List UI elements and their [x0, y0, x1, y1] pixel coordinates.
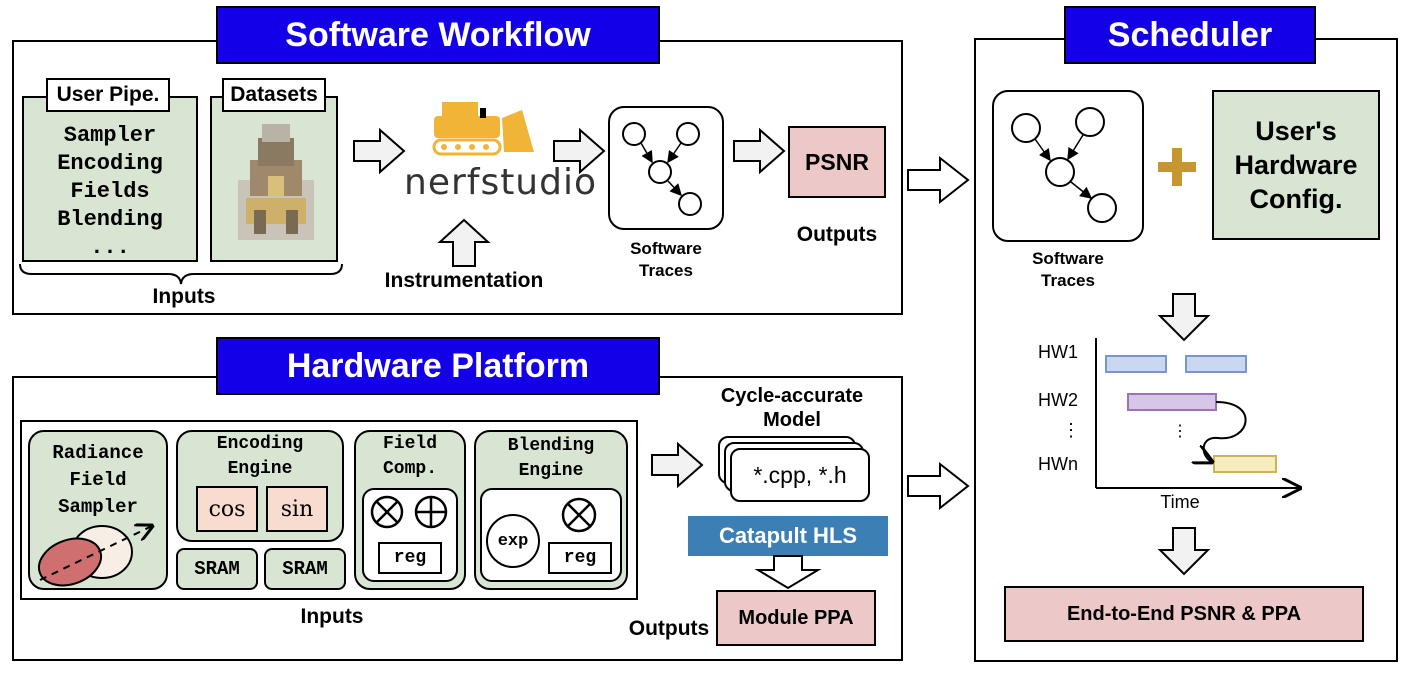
module-ppa-box: Module PPA	[716, 590, 876, 646]
gantt-row-hwn: HWn	[1038, 454, 1078, 474]
hardware-platform-title: Hardware Platform	[216, 337, 660, 395]
arrow-sw-to-scheduler	[907, 155, 970, 205]
gantt-chart: ⋮	[1095, 338, 1306, 498]
bulldozer-render-image	[238, 124, 314, 240]
gantt-row-hw1: HW1	[1038, 342, 1078, 362]
software-workflow-title: Software Workflow	[216, 6, 660, 64]
sram-box-1: SRAM	[176, 548, 258, 590]
arrow-to-cycle-model	[651, 441, 704, 489]
sampler-label: Radiance Field Sampler	[52, 442, 144, 518]
hw-inputs-label: Inputs	[300, 605, 364, 628]
arrow-hw-to-scheduler	[907, 461, 970, 511]
field-comp-reg: reg	[378, 542, 442, 574]
sw-traces-label: Software Traces	[630, 239, 702, 280]
arrow-to-module-ppa	[754, 555, 822, 590]
nerfstudio-wordmark: nerfstudio	[404, 162, 598, 203]
cos-box: cos	[196, 486, 258, 532]
user-pipe-box	[22, 96, 198, 262]
user-pipe-item: Sampler	[63, 123, 157, 148]
add-op-icon	[414, 495, 448, 529]
hw-outputs-label: Outputs	[628, 617, 710, 640]
cpp-files-box: *.cpp, *.h	[730, 448, 870, 502]
sched-traces-graph	[1011, 107, 1117, 223]
user-pipe-item: Encoding	[57, 151, 163, 176]
user-pipe-item: ...	[90, 235, 130, 260]
hw-config-box: User's Hardware Config.	[1212, 90, 1380, 240]
field-comp-label: Field Comp.	[382, 434, 437, 479]
sw-outputs-label: Outputs	[796, 223, 878, 246]
arrow-to-traces	[553, 127, 606, 175]
psnr-box: PSNR	[788, 126, 886, 198]
encoding-engine-label: Encoding Engine	[216, 434, 304, 479]
sin-box: sin	[266, 486, 328, 532]
arrow-to-nerfstudio	[353, 127, 406, 175]
gantt-row-ellipsis: ⋮	[1062, 420, 1080, 440]
catapult-hls-box: Catapult HLS	[688, 516, 888, 556]
sram-box-2: SRAM	[264, 548, 346, 590]
blend-multiply-op-icon	[561, 497, 597, 533]
instrumentation-arrow	[437, 218, 491, 267]
gantt-time-label: Time	[1160, 492, 1200, 512]
sched-traces-label: Software Traces	[1032, 249, 1104, 290]
plus-icon	[1158, 148, 1196, 186]
arrow-to-psnr	[733, 127, 786, 175]
user-pipe-item: Fields	[70, 179, 150, 204]
sw-traces-graph	[622, 122, 702, 216]
end-to-end-result-box: End-to-End PSNR & PPA	[1004, 586, 1364, 642]
datasets-label: Datasets	[222, 78, 326, 112]
multiply-op-icon	[370, 495, 404, 529]
user-pipe-label: User Pipe.	[46, 78, 170, 112]
instrumentation-label: Instrumentation	[384, 269, 544, 292]
arrow-to-result	[1157, 527, 1211, 576]
exp-op: exp	[486, 514, 540, 568]
user-pipe-item: Blending	[57, 207, 163, 232]
user-pipe-list: Sampler Encoding Fields Blending ...	[24, 122, 196, 262]
svg-text:⋮: ⋮	[1172, 423, 1188, 440]
sampler-ellipses-icon	[38, 516, 166, 587]
blending-engine-reg: reg	[548, 542, 612, 574]
gantt-row-hw2: HW2	[1038, 390, 1078, 410]
cycle-model-label: Cycle-accurate Model	[720, 385, 864, 431]
arrow-to-gantt	[1157, 293, 1211, 342]
inputs-brace	[19, 263, 343, 285]
sw-inputs-label: Inputs	[152, 285, 216, 308]
scheduler-title: Scheduler	[1064, 6, 1316, 64]
blending-engine-label: Blending Engine	[507, 436, 595, 481]
nerfstudio-logo-icon	[432, 102, 534, 156]
